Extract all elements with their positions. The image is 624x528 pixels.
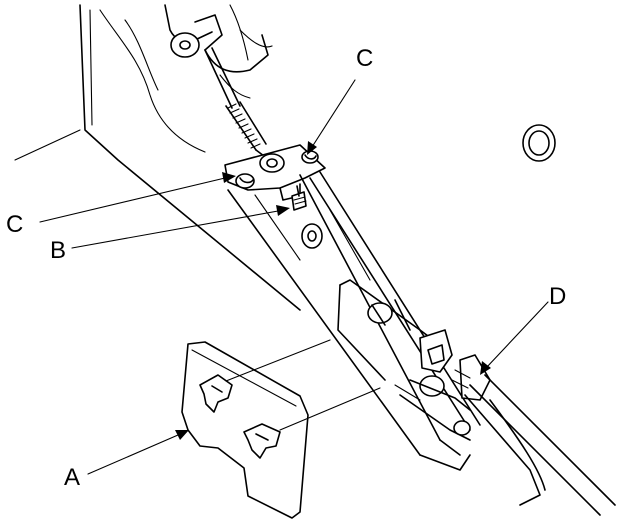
- lower-mount: [419, 420, 471, 471]
- callout-c-left: C: [6, 211, 23, 238]
- upper-pivot-assembly: [164, 4, 273, 99]
- panel-clip-upper: [199, 374, 233, 413]
- clip-c-right: [301, 150, 319, 164]
- lower-bracket: [337, 279, 471, 441]
- brake-cable: [204, 47, 273, 163]
- body-grommet: [522, 124, 556, 162]
- clip-c-left: [235, 173, 255, 189]
- callout-c-top: C: [356, 45, 373, 72]
- cable-d: [451, 354, 616, 516]
- callout-leaders: [39, 79, 549, 475]
- equalizer-bracket: [224, 144, 326, 201]
- callout-b: B: [50, 237, 66, 264]
- cover-panel-a: [181, 339, 381, 519]
- cable-thread: [225, 101, 267, 151]
- callout-a: A: [64, 464, 80, 491]
- panel-clip-lower: [243, 423, 281, 459]
- adjusting-nut-b: [291, 185, 307, 211]
- callout-d: D: [549, 283, 566, 310]
